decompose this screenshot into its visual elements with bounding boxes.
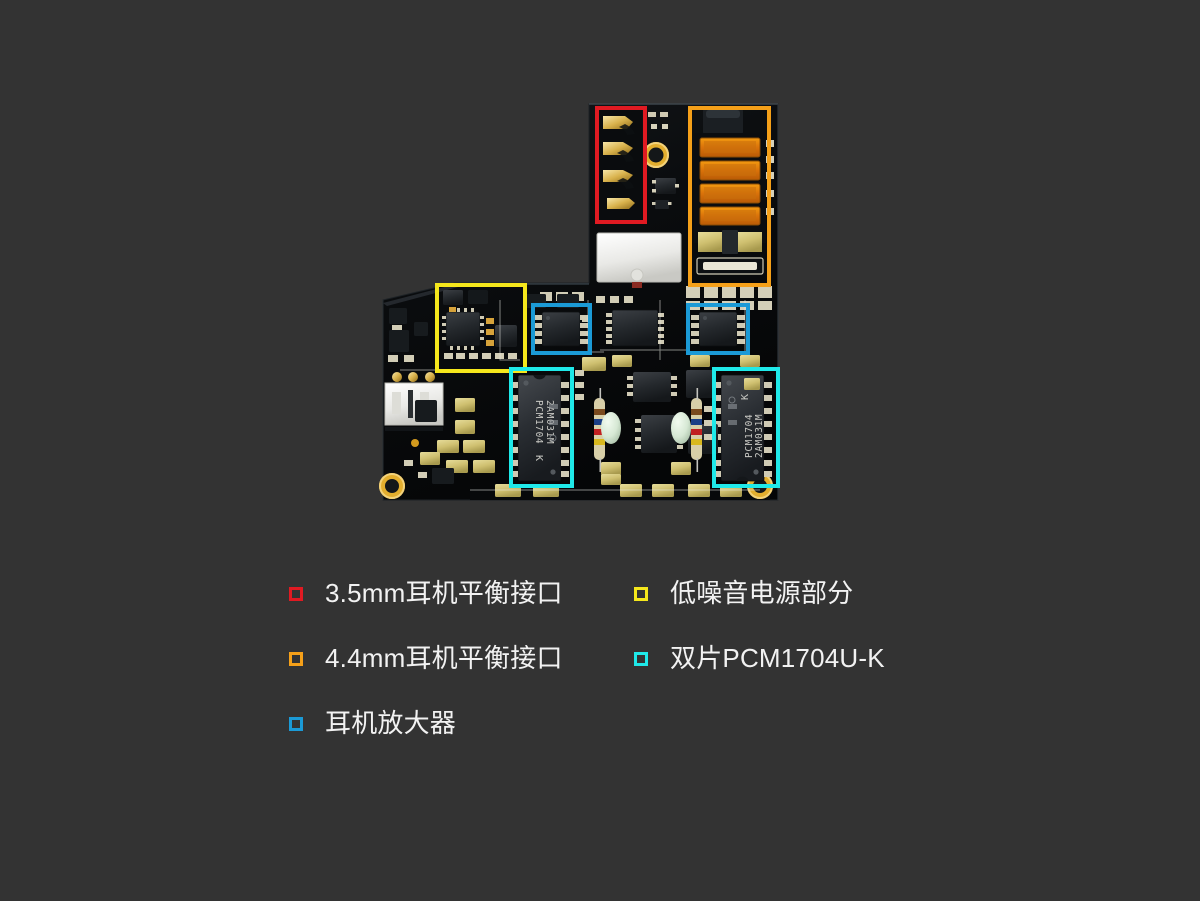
annotation-boxes [435,106,780,488]
annotation-box-jack-35mm [595,106,647,224]
annotation-box-amp-left [531,303,592,355]
legend-label-jack-44mm: 4.4mm耳机平衡接口 [325,643,563,673]
annotation-box-jack-44mm [688,106,771,287]
legend: 3.5mm耳机平衡接口 低噪音电源部分 4.4mm耳机平衡接口 双片PCM170… [289,575,929,770]
legend-row: 耳机放大器 [289,705,929,741]
film-capacitors [601,412,691,444]
headphone-jack-4-4mm [694,108,774,275]
mounting-hole-bottom-left [379,473,405,499]
legend-row: 3.5mm耳机平衡接口 低噪音电源部分 [289,575,929,611]
legend-label-power: 低噪音电源部分 [670,578,854,608]
legend-swatch-red [289,586,303,601]
headphone-jack-3-5mm [598,110,668,220]
center-qfn-ic [606,309,664,347]
svg-text:2AM031M: 2AM031M [754,414,765,458]
annotation-box-amp-right [686,303,750,355]
legend-item-amp: 耳机放大器 [289,705,634,741]
annotation-box-dac-right [712,367,780,488]
legend-item-jack-35mm: 3.5mm耳机平衡接口 [289,575,634,611]
pcm1704-dac-right: PCM1704 2AM031M K [713,374,772,482]
axial-resistor-left [594,388,605,472]
headphone-amp-ic-left [534,311,588,347]
legend-swatch-cyan [634,651,648,666]
svg-text:PCM1704: PCM1704 [744,414,755,458]
svg-text:PCM1704: PCM1704 [533,400,544,444]
annotation-box-power [435,283,527,373]
legend-item-dac: 双片PCM1704U-K [634,640,924,676]
legend-label-amp: 耳机放大器 [325,708,457,738]
svg-text:K: K [533,455,544,461]
svg-text:K: K [740,394,751,400]
shield-can [596,232,682,288]
legend-row: 4.4mm耳机平衡接口 双片PCM1704U-K [289,640,929,676]
legend-label-dac: 双片PCM1704U-K [670,643,885,673]
pcb-illustration: PCM1704 2AM031M K PCM1704 2AM031M K [379,103,780,501]
legend-label-jack-35mm: 3.5mm耳机平衡接口 [325,578,563,608]
center-column-ics [627,370,718,454]
legend-item-power: 低噪音电源部分 [634,575,924,611]
headphone-amp-ic-right [691,311,745,347]
legend-swatch-blue [289,716,303,731]
legend-swatch-orange [289,651,303,666]
legend-swatch-yellow [634,586,648,601]
legend-item-empty [634,705,924,741]
axial-resistor-right [691,388,702,472]
pcm1704-dac-left: PCM1704 2AM031M K [510,374,569,482]
legend-item-jack-44mm: 4.4mm耳机平衡接口 [289,640,634,676]
annotation-box-dac-left [509,367,574,488]
sot-transistor [652,178,679,209]
product-image: PCM1704 2AM031M K PCM1704 2AM031M K [379,103,780,501]
